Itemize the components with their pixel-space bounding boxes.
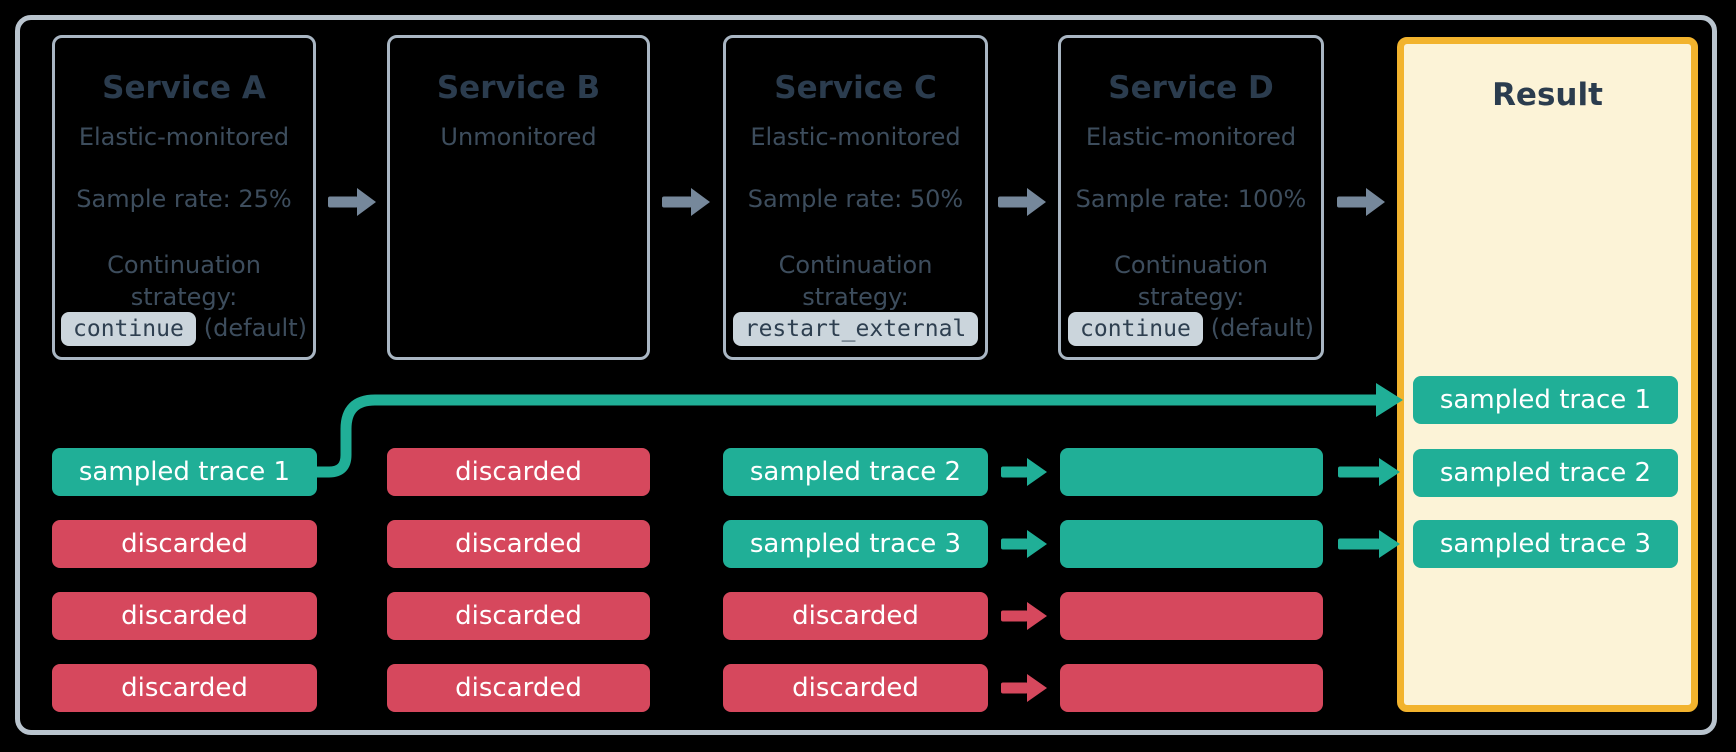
trace-chip: sampled trace 3 xyxy=(723,520,988,568)
service-box-b: Service B Unmonitored xyxy=(387,35,650,360)
service-flow-arrow-icon xyxy=(662,188,710,216)
trace-chip: discarded xyxy=(723,592,988,640)
result-chip: sampled trace 2 xyxy=(1413,449,1678,497)
trace-chip: discarded xyxy=(387,520,650,568)
service-subtitle: Elastic-monitored xyxy=(750,123,961,151)
trace-chip xyxy=(1060,520,1323,568)
service-box-d: Service D Elastic-monitored Sample rate:… xyxy=(1058,35,1324,360)
result-chip: sampled trace 3 xyxy=(1413,520,1678,568)
result-box: Result xyxy=(1397,37,1698,712)
service-subtitle: Elastic-monitored xyxy=(1085,123,1297,151)
trace-chip: discarded xyxy=(52,664,317,712)
strategy-code-chip: restart_external xyxy=(732,312,979,347)
service-sample-rate: Sample rate: 100% xyxy=(1075,185,1307,213)
service-title: Service D xyxy=(1108,70,1274,106)
continuation-label-line1: Continuation xyxy=(1114,251,1268,279)
continuation-label-line1: Continuation xyxy=(107,251,261,279)
continuation-label-line1: Continuation xyxy=(778,251,933,279)
trace-flow-arrow-icon xyxy=(1338,530,1400,558)
strategy-line: restart_external xyxy=(726,312,985,347)
strategy-line: continue (default) xyxy=(1061,312,1321,347)
continuation-label-line2: strategy: xyxy=(1137,283,1245,311)
service-box-a: Service A Elastic-monitored Sample rate:… xyxy=(52,35,316,360)
continuation-label-line2: strategy: xyxy=(802,283,909,311)
result-chip: sampled trace 1 xyxy=(1413,376,1678,424)
strategy-line: continue (default) xyxy=(55,312,313,347)
trace-chip: discarded xyxy=(387,592,650,640)
service-subtitle: Unmonitored xyxy=(440,123,597,151)
service-flow-arrow-icon xyxy=(998,188,1046,216)
trace-chip xyxy=(1060,448,1323,496)
trace-chip: discarded xyxy=(52,520,317,568)
trace-flow-arrow-icon xyxy=(1338,458,1400,486)
trace-chip: discarded xyxy=(52,592,317,640)
trace-chip: sampled trace 1 xyxy=(52,448,317,496)
trace-flow-arrow-icon xyxy=(1001,530,1047,558)
service-flow-arrow-icon xyxy=(328,188,376,216)
service-title: Service A xyxy=(102,70,266,106)
trace-chip: sampled trace 2 xyxy=(723,448,988,496)
continuation-label-line2: strategy: xyxy=(130,283,238,311)
service-sample-rate: Sample rate: 50% xyxy=(747,185,964,213)
trace-chip: discarded xyxy=(387,448,650,496)
result-title: Result xyxy=(1492,77,1603,113)
service-title: Service C xyxy=(774,70,937,106)
trace-flow-arrow-icon xyxy=(1001,458,1047,486)
strategy-code-chip: continue xyxy=(1068,312,1203,347)
trace-flow-arrow-icon xyxy=(1001,602,1047,630)
strategy-default-note: (default) xyxy=(203,314,307,343)
service-flow-arrow-icon xyxy=(1337,188,1385,216)
service-sample-rate: Sample rate: 25% xyxy=(76,185,292,213)
trace-chip xyxy=(1060,664,1323,712)
strategy-code-chip: continue xyxy=(61,312,196,347)
strategy-default-note: (default) xyxy=(1210,314,1314,343)
service-title: Service B xyxy=(436,70,601,106)
trace-chip xyxy=(1060,592,1323,640)
trace-chip: discarded xyxy=(387,664,650,712)
trace-flow-arrow-icon xyxy=(1001,674,1047,702)
diagram-outer-frame xyxy=(15,15,1717,735)
trace-chip: discarded xyxy=(723,664,988,712)
service-subtitle: Elastic-monitored xyxy=(78,123,290,151)
service-box-c: Service C Elastic-monitored Sample rate:… xyxy=(723,35,988,360)
